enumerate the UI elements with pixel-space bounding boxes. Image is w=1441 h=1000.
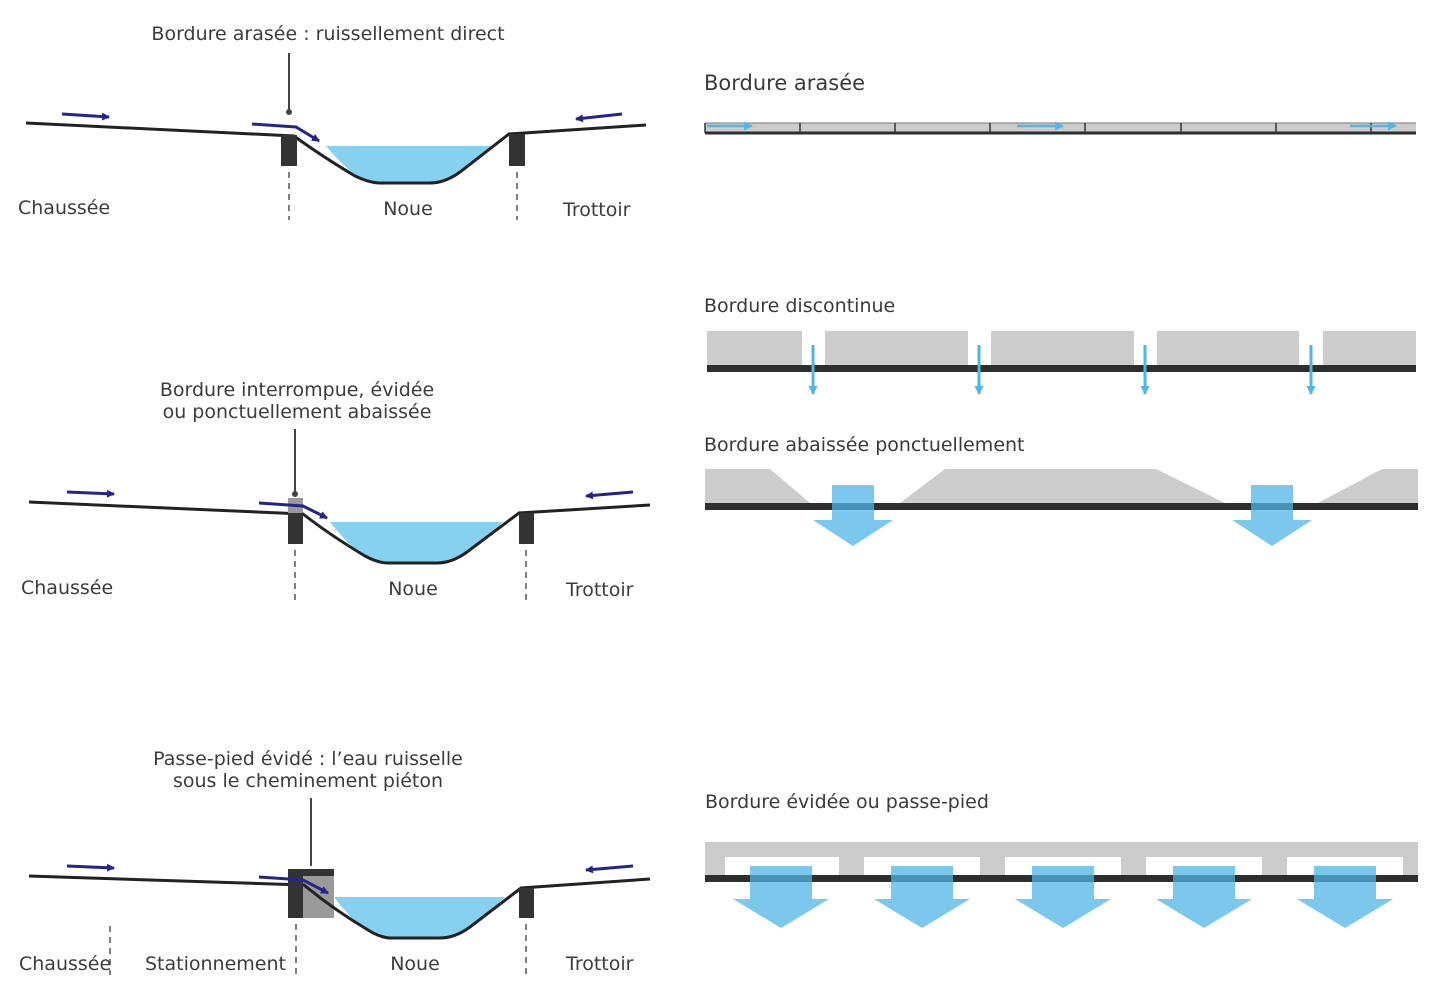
plan-4-title: Bordure évidée ou passe-pied — [705, 791, 989, 813]
section-1-right-curb — [509, 134, 525, 166]
plan-4-flow-arrow — [874, 866, 970, 928]
section-2-water — [330, 522, 503, 563]
section-3-flow-arrow-curb — [258, 875, 329, 895]
plan-4-flow-arrow — [1015, 866, 1111, 928]
plan-2-curb-segment — [1157, 331, 1299, 366]
plan-3-flow-arrow — [1232, 485, 1312, 546]
plan-2-base-line — [707, 365, 1416, 372]
section-3-label-noue: Noue — [390, 953, 440, 975]
section-1-label-chaussee: Chaussée — [18, 197, 110, 219]
section-2-label-noue: Noue — [388, 578, 438, 600]
section-3-cross-section: Passe-pied évidé : l’eau ruisselle sous … — [19, 748, 651, 975]
plan-4-support — [1262, 856, 1287, 875]
section-2-ground-line — [28, 500, 651, 565]
section-1-ground-line — [25, 121, 647, 185]
plan-4-flow-arrow — [1297, 866, 1393, 928]
section-3-water — [334, 897, 505, 938]
plan-4-support — [1403, 856, 1418, 875]
section-1-label-noue: Noue — [383, 198, 433, 220]
section-3-left-curb — [288, 876, 303, 918]
section-1-label-trottoir: Trottoir — [562, 199, 631, 221]
section-1-callout-dot — [286, 109, 292, 115]
section-3-label-chaussee: Chaussée — [19, 953, 111, 975]
plan-3-curb-profile — [900, 469, 1225, 503]
plan-3-curb-profile — [705, 469, 810, 503]
section-1-water — [326, 146, 494, 183]
plan-1-title: Bordure arasée — [704, 71, 865, 95]
plan-2-curb-segment — [1323, 331, 1416, 366]
section-3-right-curb — [519, 888, 534, 918]
section-1-flow-arrow-left — [61, 112, 110, 121]
plan-4-flow-arrow — [733, 866, 829, 928]
section-1-flow-arrow-right — [575, 112, 623, 123]
section-3-label-trottoir: Trottoir — [565, 953, 634, 975]
plan-3-flow-arrow — [813, 485, 893, 546]
section-3-label-stationnement: Stationnement — [145, 953, 286, 975]
plan-2-title: Bordure discontinue — [704, 295, 895, 317]
section-2-right-curb — [519, 513, 534, 544]
plan-3-base-line — [705, 503, 1418, 510]
section-2-flow-arrow-left — [66, 489, 115, 498]
plan-3-curb-profile — [1318, 469, 1418, 503]
section-1-cross-section: Bordure arasée : ruissellement direct Ch… — [18, 23, 647, 221]
plan-3-bordure-abaissee: Bordure abaissée ponctuellement — [704, 434, 1418, 546]
section-2-callout-dot — [292, 491, 298, 497]
section-1-flow-arrow-curb — [251, 122, 320, 143]
section-2-label-chaussee: Chaussée — [21, 577, 113, 599]
section-2-callout-line-2: ou ponctuellement abaissée — [163, 401, 432, 423]
plan-1-joints — [704, 123, 1372, 133]
section-3-flow-arrow-left — [66, 863, 115, 872]
plan-1-bordure-arasee: Bordure arasée — [704, 71, 1416, 135]
plan-4-support — [839, 856, 864, 875]
plan-4-slab — [705, 842, 1418, 857]
plan-2-curb-segment — [991, 331, 1134, 366]
plan-4-support — [980, 856, 1005, 875]
plan-2-curb-segment — [707, 331, 802, 366]
plan-4-flow-arrow — [1156, 866, 1252, 928]
section-3-passe-pied-slab — [288, 869, 334, 876]
plan-2-curb-segment — [825, 331, 968, 366]
section-2-callout-line-1: Bordure interrompue, évidée — [160, 379, 434, 401]
plan-4-bordure-evidee: Bordure évidée ou passe-pied — [705, 791, 1418, 928]
plan-3-title: Bordure abaissée ponctuellement — [704, 434, 1025, 456]
section-3-callout-line-2: sous le cheminement piéton — [173, 770, 443, 792]
plan-2-bordure-discontinue: Bordure discontinue — [704, 295, 1416, 395]
plan-4-support — [705, 856, 725, 875]
section-3-callout-line-1: Passe-pied évidé : l’eau ruisselle — [153, 748, 463, 770]
section-2-flow-arrow-right — [585, 490, 634, 500]
section-2-cross-section: Bordure interrompue, évidée ou ponctuell… — [21, 379, 651, 605]
section-1-callout: Bordure arasée : ruissellement direct — [151, 23, 504, 45]
plan-4-support — [1121, 856, 1146, 875]
section-1-left-curb — [281, 135, 297, 166]
section-2-left-curb — [288, 513, 303, 544]
section-2-label-trottoir: Trottoir — [565, 579, 634, 601]
section-2-flow-arrow-curb — [258, 501, 328, 520]
section-3-flow-arrow-right — [585, 864, 634, 874]
section-3-ground-line — [28, 874, 651, 940]
